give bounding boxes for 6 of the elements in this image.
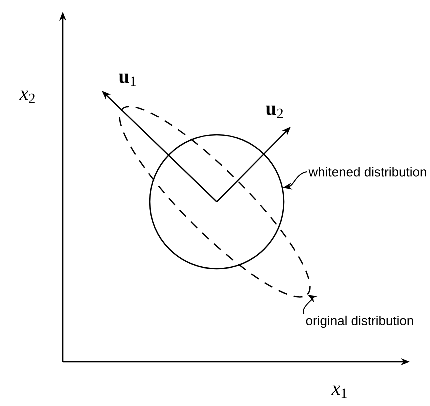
axis-label: x$_{1}$ — [332, 386, 347, 398]
vector-label: u$_{2}$ — [266, 106, 284, 118]
vector-label: u$_{1}$ — [119, 74, 136, 86]
axis-label: x$_{2}$ — [20, 90, 35, 104]
annotation-text: original distribution — [306, 316, 414, 328]
annotation-text: whitened distribution — [308, 167, 426, 177]
